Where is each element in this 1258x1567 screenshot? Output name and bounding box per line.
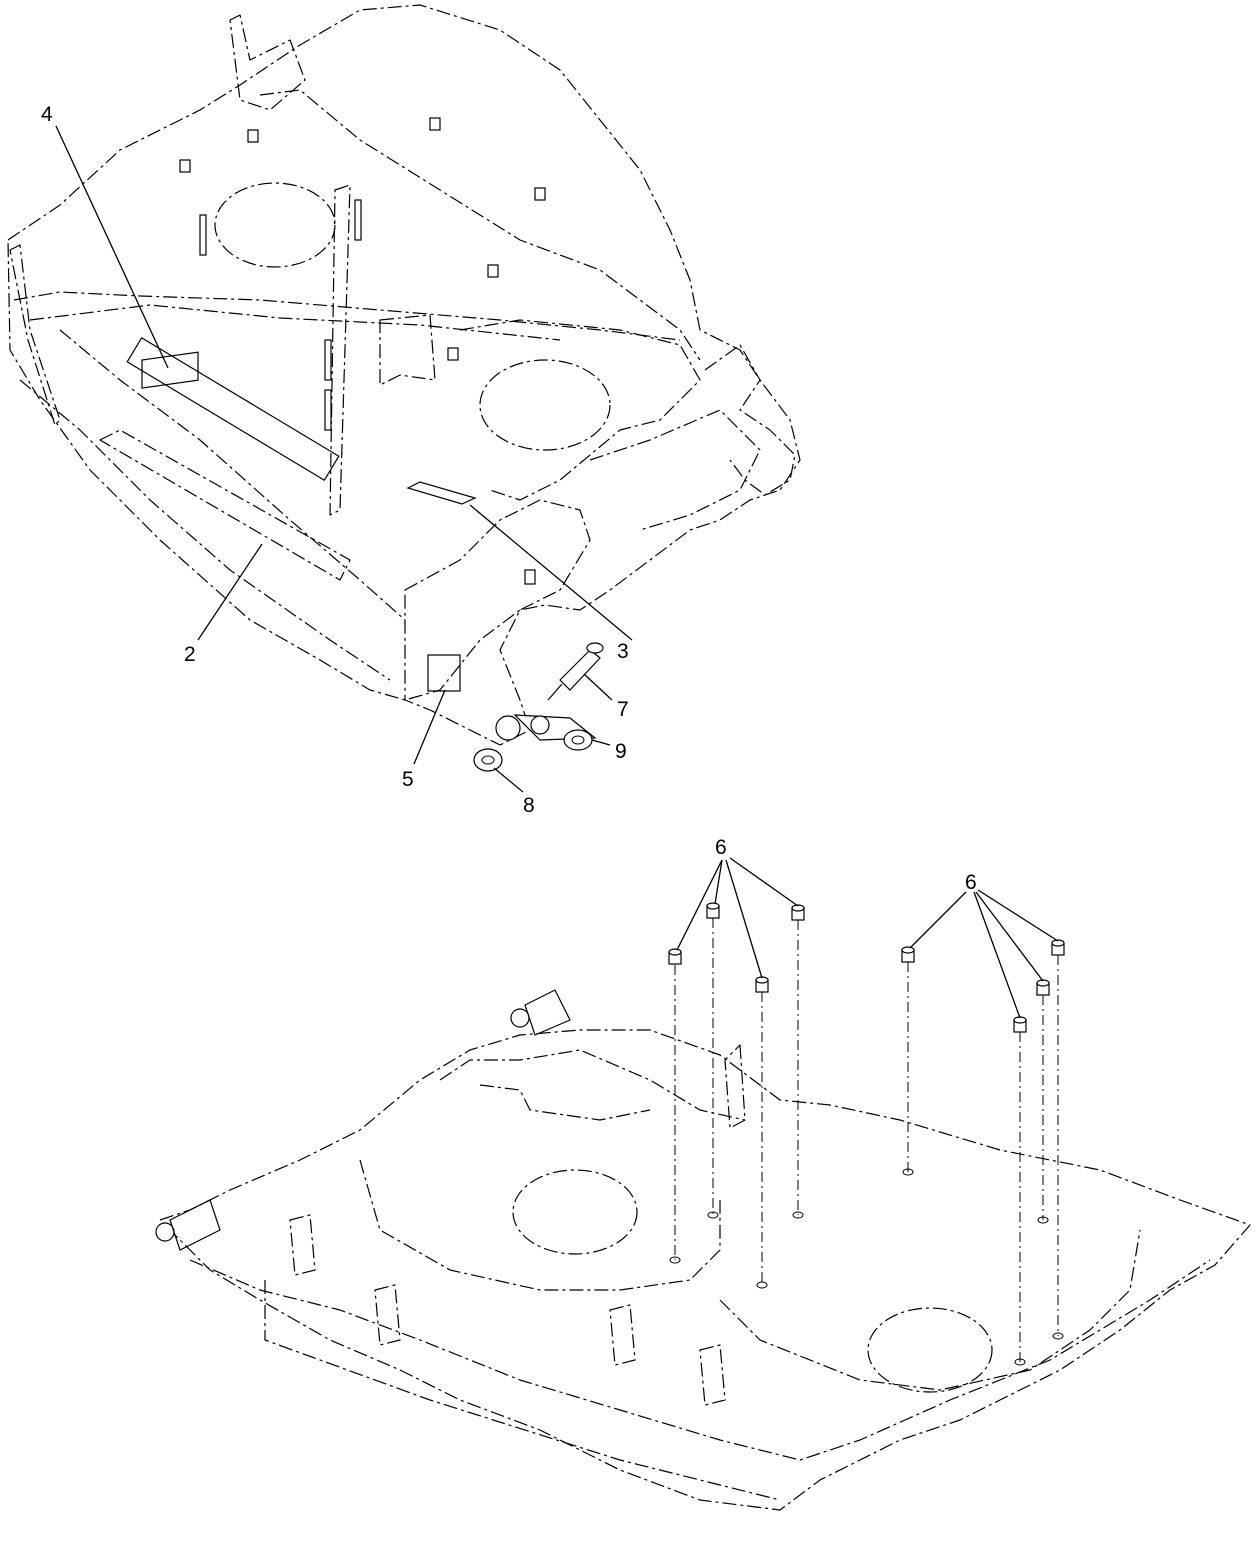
leader-lines bbox=[55, 125, 1059, 1019]
bushing-axes bbox=[674, 918, 1059, 1362]
bushing bbox=[755, 976, 769, 993]
leader-6b-1 bbox=[909, 891, 967, 949]
callout-4: 4 bbox=[41, 103, 53, 126]
lower-hitch-rear bbox=[510, 989, 571, 1036]
bushing bbox=[706, 902, 720, 919]
bushing bbox=[1013, 1016, 1027, 1033]
leader-6a-4 bbox=[729, 857, 799, 907]
callout-5: 5 bbox=[402, 768, 414, 791]
decal-3 bbox=[406, 481, 477, 505]
callout-9: 9 bbox=[615, 740, 627, 763]
callout-3: 3 bbox=[617, 640, 629, 663]
leader-4 bbox=[55, 125, 169, 369]
nut-8 bbox=[473, 748, 503, 772]
leader-6b-4 bbox=[977, 889, 1059, 942]
callout-6-right: 6 bbox=[965, 871, 977, 894]
leader-9 bbox=[591, 739, 611, 746]
bushings-6 bbox=[668, 902, 1065, 1033]
decal-2 bbox=[126, 336, 340, 482]
leader-6a-1 bbox=[676, 859, 723, 951]
callout-6-left: 6 bbox=[715, 836, 727, 859]
upper-deck-assembly bbox=[7, 4, 801, 772]
leader-3 bbox=[469, 504, 633, 641]
leader-2 bbox=[197, 543, 263, 641]
callout-8: 8 bbox=[523, 794, 535, 817]
deck-bosses bbox=[179, 117, 546, 585]
leader-8 bbox=[493, 767, 524, 793]
leader-6a-3 bbox=[725, 859, 763, 979]
bushing bbox=[901, 946, 915, 963]
lower-hitch-left bbox=[155, 1199, 221, 1251]
pivot-pin-7 bbox=[547, 642, 604, 701]
callout-2: 2 bbox=[184, 643, 196, 666]
leader-6a-2 bbox=[714, 859, 723, 905]
bushing-holes bbox=[669, 1168, 1064, 1366]
bushing bbox=[791, 904, 805, 921]
lower-deck-assembly bbox=[155, 989, 1251, 1511]
bushing bbox=[668, 948, 682, 965]
leader-5 bbox=[413, 689, 446, 765]
leader-6b-3 bbox=[975, 891, 1044, 982]
bushing bbox=[1051, 939, 1065, 956]
decal-4 bbox=[141, 351, 199, 389]
leader-7 bbox=[583, 673, 613, 701]
callout-7: 7 bbox=[617, 698, 629, 721]
callout-labels: 4 2 3 7 5 9 8 6 6 bbox=[41, 103, 977, 894]
washer-9 bbox=[513, 714, 597, 751]
bushing bbox=[1036, 979, 1050, 996]
leader-6b-2 bbox=[973, 891, 1021, 1019]
